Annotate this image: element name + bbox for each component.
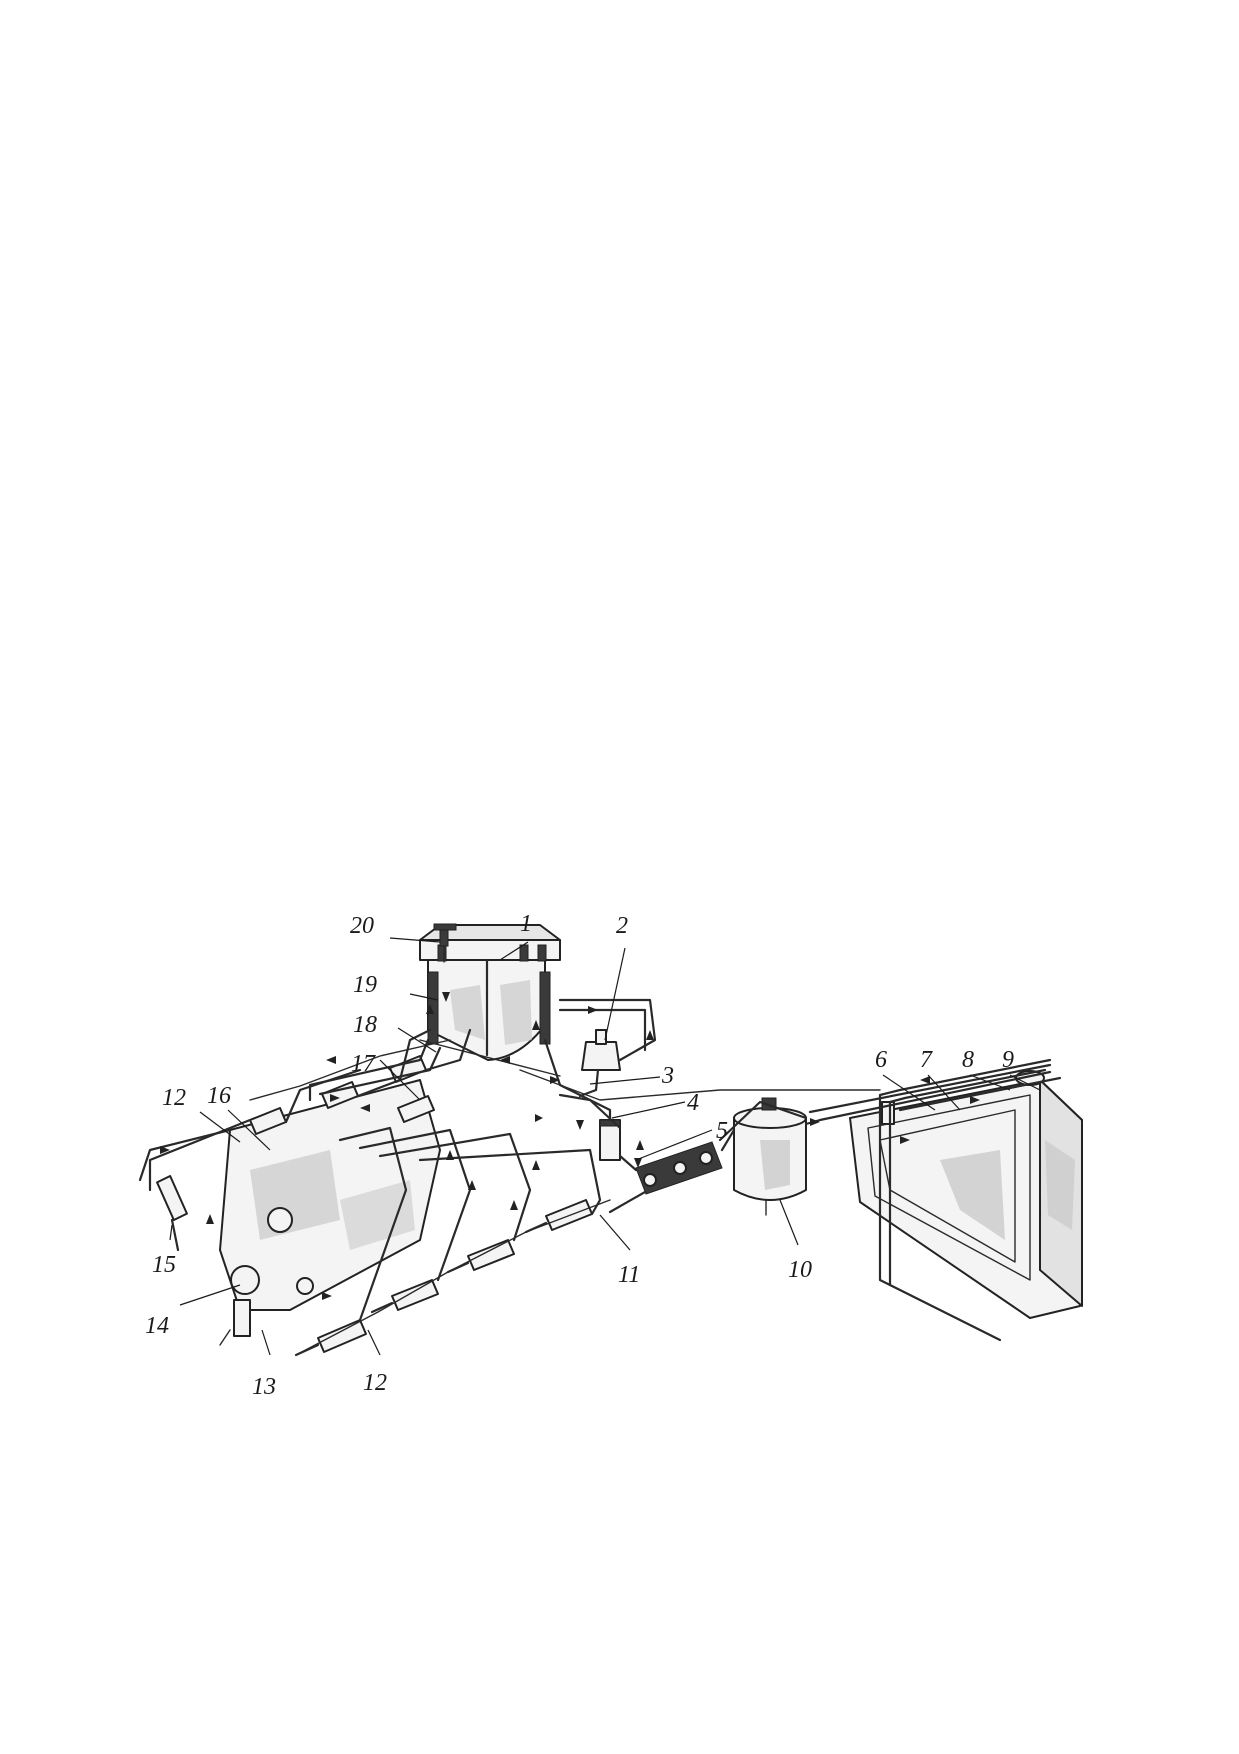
priming-pump	[581, 1029, 621, 1092]
injector	[524, 1199, 593, 1234]
label-12-bottom: 12	[363, 1370, 387, 1396]
hand-pump	[635, 1141, 723, 1195]
label-2: 2	[616, 913, 628, 939]
label-20: 20	[350, 913, 374, 939]
label-8: 8	[962, 1047, 974, 1073]
label-7: 7	[920, 1047, 933, 1073]
inline-connector	[599, 1119, 621, 1161]
label-1: 1	[520, 911, 532, 937]
label-14: 14	[145, 1313, 169, 1339]
label-13: 13	[252, 1374, 276, 1400]
label-9: 9	[1002, 1047, 1014, 1073]
label-5: 5	[716, 1118, 728, 1144]
label-3: 3	[661, 1063, 674, 1089]
label-16: 16	[207, 1083, 231, 1109]
leader-lines	[169, 937, 1041, 1356]
label-12-top: 12	[162, 1085, 186, 1111]
label-4: 4	[687, 1090, 699, 1116]
flow-arrows	[160, 992, 980, 1300]
part-labels: 20 1 2 19 18 17 3 4 5 6 7 8 9 16 12 15 1…	[145, 911, 1014, 1400]
label-11: 11	[618, 1262, 640, 1288]
label-18: 18	[353, 1012, 377, 1038]
label-17: 17	[351, 1051, 376, 1077]
injector	[370, 1279, 439, 1314]
injector	[397, 1095, 435, 1123]
injector	[156, 1174, 188, 1252]
label-15: 15	[152, 1252, 176, 1278]
label-6: 6	[875, 1047, 887, 1073]
label-10: 10	[788, 1257, 812, 1283]
fine-filter	[419, 924, 561, 1061]
coarse-filter	[733, 1097, 807, 1216]
injector-row	[156, 1174, 593, 1357]
label-19: 19	[353, 972, 377, 998]
fuel-tank	[849, 1070, 1083, 1319]
drain-tap	[433, 923, 457, 963]
